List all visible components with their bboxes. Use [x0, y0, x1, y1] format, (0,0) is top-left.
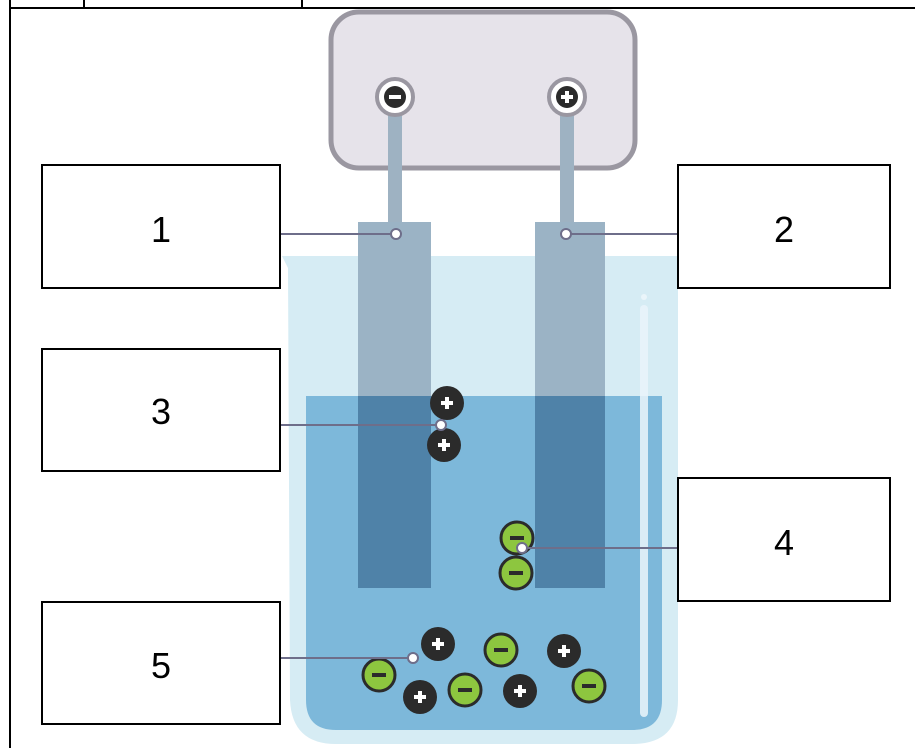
label-5-text: 5	[151, 645, 171, 686]
cations	[403, 386, 581, 714]
label-2-text: 2	[774, 209, 794, 250]
leader-dots	[390, 228, 572, 664]
label-box-3[interactable]: 3	[41, 348, 281, 472]
label-3-text: 3	[151, 391, 171, 432]
anion	[361, 657, 397, 693]
label-box-2[interactable]: 2	[677, 164, 891, 289]
cation	[421, 627, 455, 661]
cation	[403, 680, 437, 714]
negative-terminal	[375, 77, 415, 117]
label-box-5[interactable]: 5	[41, 601, 281, 725]
leader-lines	[280, 233, 678, 659]
cation	[547, 634, 581, 668]
positive-electrode	[535, 222, 605, 588]
anion	[447, 672, 483, 708]
label-1-text: 1	[151, 209, 171, 250]
cation	[430, 386, 464, 420]
cation	[427, 428, 461, 462]
anion	[483, 632, 519, 668]
table-borders	[9, 0, 915, 748]
label-box-1[interactable]: 1	[41, 164, 281, 289]
label-box-4[interactable]: 4	[677, 477, 891, 602]
negative-wire	[388, 110, 402, 230]
anion	[498, 555, 534, 591]
negative-electrode	[358, 222, 431, 588]
minus-icon	[384, 86, 406, 108]
beaker	[282, 256, 684, 744]
positive-wire	[560, 110, 574, 230]
label-4-text: 4	[774, 522, 794, 563]
cation	[503, 674, 537, 708]
power-supply	[328, 9, 638, 171]
plus-icon	[556, 86, 578, 108]
anion	[571, 668, 607, 704]
anions	[361, 520, 607, 708]
positive-terminal	[547, 77, 587, 117]
